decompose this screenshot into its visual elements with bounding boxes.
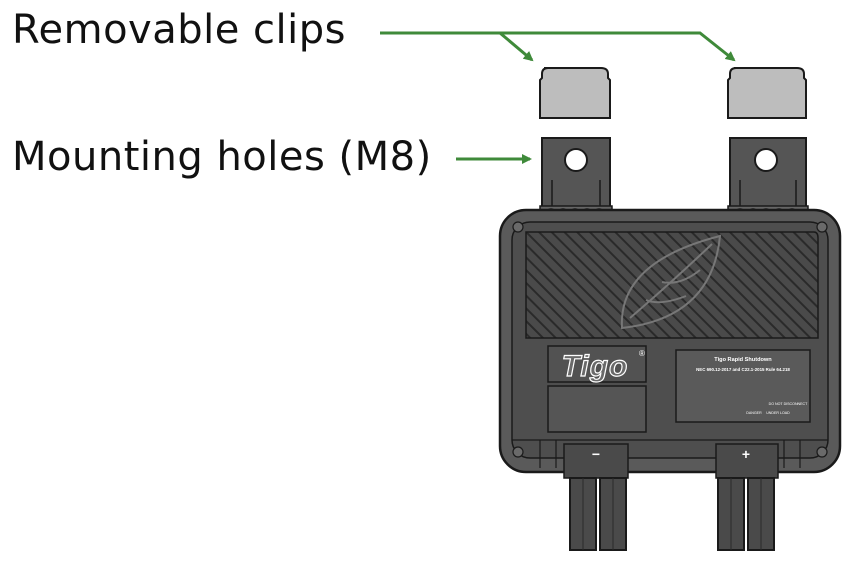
cable-negative	[569, 477, 627, 551]
label-standard: NEC 690.12-2017 and C22.1-2015 Rule 64.2…	[696, 367, 790, 372]
label-title: Tigo Rapid Shutdown	[714, 357, 772, 363]
terminal-positive-symbol: +	[742, 446, 750, 462]
hatched-heatsink	[525, 231, 819, 339]
removable-clip-left	[539, 67, 611, 119]
blank-plate	[547, 385, 647, 433]
label-danger: DANGER	[746, 411, 762, 415]
junction-box: Tigo ® Tigo Rapid Shutdown NEC 690.12-20…	[498, 208, 842, 479]
removable-clips-callout: Removable clips	[12, 7, 347, 53]
leaf-logo	[620, 234, 722, 330]
mounting-tab-left	[541, 137, 611, 209]
clips-leader-arrow	[380, 31, 736, 62]
brand-plate	[547, 345, 647, 383]
terminal-hood-negative	[563, 443, 629, 479]
product-label	[675, 349, 811, 423]
terminal-negative-symbol: −	[592, 446, 600, 462]
mounting-hole-right	[754, 148, 778, 172]
terminal-hood-positive	[715, 443, 779, 479]
brand-registered-mark: ®	[639, 349, 645, 358]
mounting-tab-right	[729, 137, 807, 209]
mounting-holes-callout: Mounting holes (M8)	[12, 134, 432, 180]
removable-clip-right	[727, 67, 807, 119]
label-warning: DO NOT DISCONNECT	[769, 402, 808, 406]
cable-positive	[717, 477, 775, 551]
label-warning-2: UNDER LOAD	[766, 411, 790, 415]
brand-logo: Tigo	[562, 350, 629, 383]
mounting-hole-left	[564, 148, 588, 172]
